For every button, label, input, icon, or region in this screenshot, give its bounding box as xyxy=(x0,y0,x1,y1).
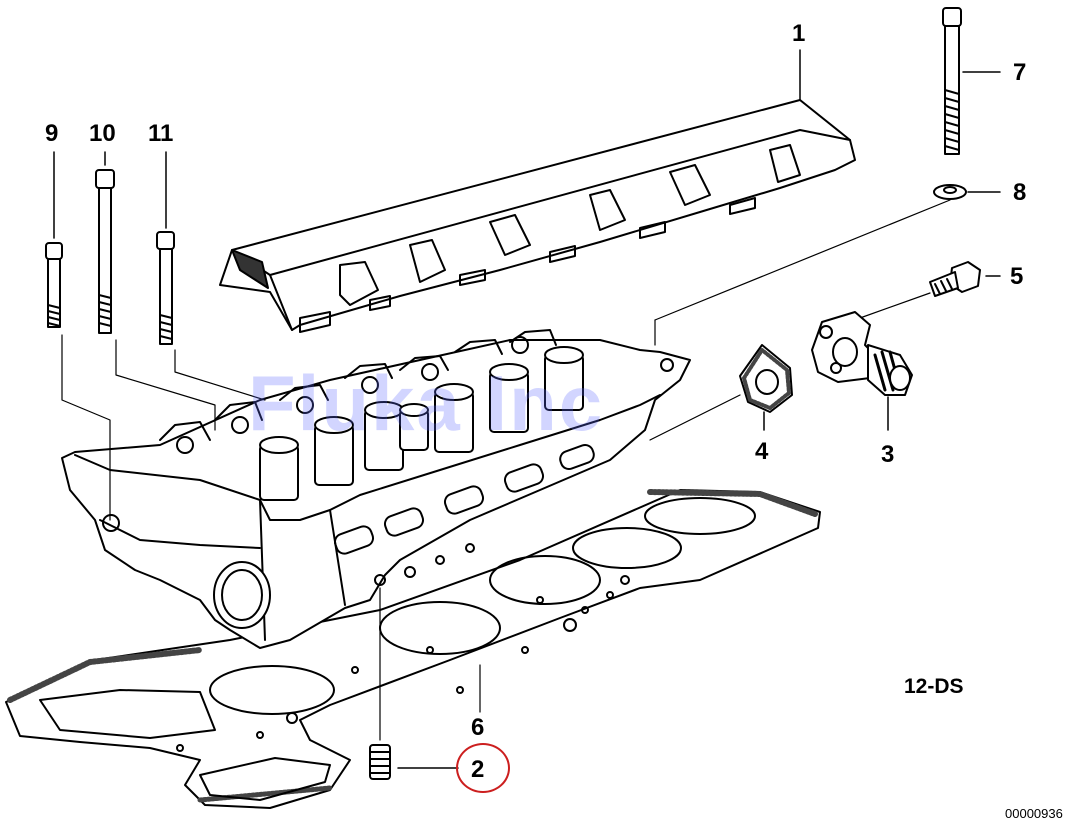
bolt-10 xyxy=(95,151,216,431)
callout-8[interactable]: 8 xyxy=(1013,179,1027,206)
dowel-sleeve-2 xyxy=(369,587,459,780)
callout-7[interactable]: 7 xyxy=(1013,59,1027,86)
callout-4[interactable]: 4 xyxy=(755,438,769,465)
document-number: 00000936 xyxy=(1005,806,1063,821)
cylinder-head xyxy=(61,329,691,649)
bolt-5 xyxy=(859,261,1001,319)
highlight-ring xyxy=(456,743,510,793)
head-gasket xyxy=(5,489,821,809)
callout-1[interactable]: 1 xyxy=(792,20,806,47)
section-code: 12-DS xyxy=(904,675,964,698)
callout-10[interactable]: 10 xyxy=(89,120,116,147)
callout-11[interactable]: 11 xyxy=(148,120,174,147)
bolt-9 xyxy=(45,151,111,521)
washer-8 xyxy=(654,184,1001,346)
callout-9[interactable]: 9 xyxy=(45,120,59,147)
callout-3[interactable]: 3 xyxy=(881,441,895,468)
bolt-11 xyxy=(156,151,266,401)
cover-part-1 xyxy=(219,49,856,333)
callout-5[interactable]: 5 xyxy=(1010,263,1024,290)
flange-3 xyxy=(811,311,913,431)
bolt-7 xyxy=(942,7,1001,155)
callout-6[interactable]: 6 xyxy=(471,714,485,741)
watermark: Fluka Inc xyxy=(248,359,605,447)
gasket-4 xyxy=(649,344,793,441)
